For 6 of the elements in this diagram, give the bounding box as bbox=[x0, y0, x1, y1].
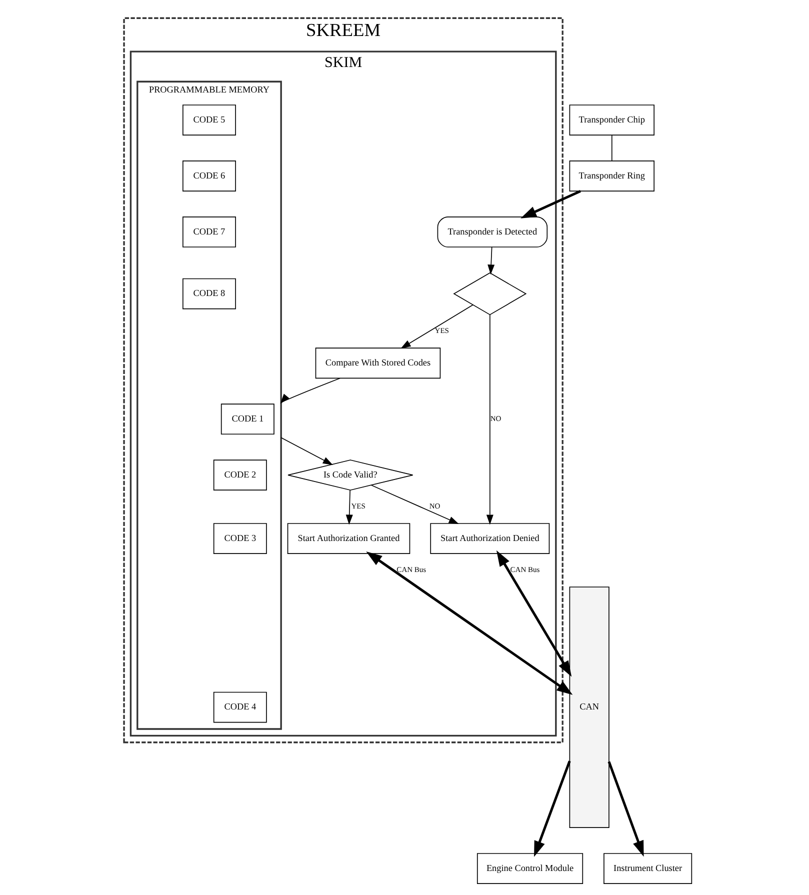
edge-label: NO bbox=[429, 502, 440, 511]
edge-label: CAN Bus bbox=[510, 565, 540, 574]
edge-label: YES bbox=[434, 326, 449, 336]
edge-label: NO bbox=[490, 414, 502, 423]
edge-label: CAN Bus bbox=[396, 565, 426, 574]
edge-label: YES bbox=[351, 502, 366, 511]
